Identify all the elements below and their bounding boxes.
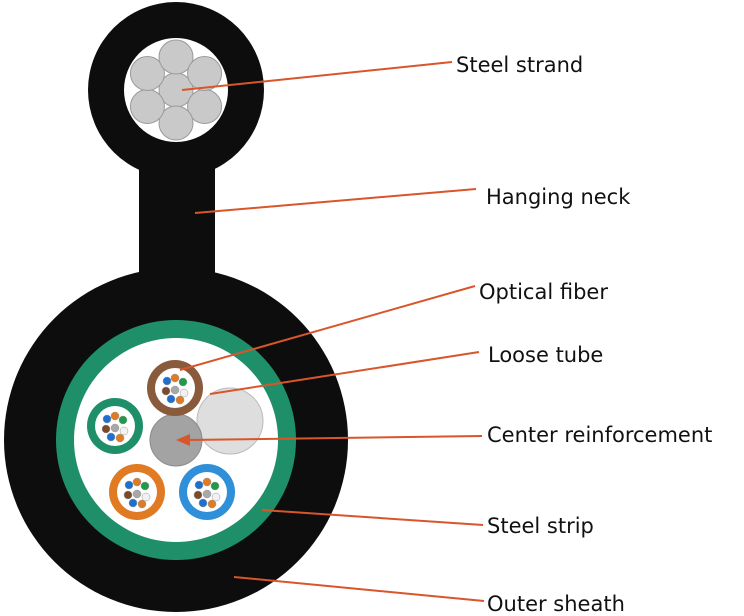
loose-tubes [87, 360, 235, 520]
loose-tube-green [87, 398, 143, 454]
label-outer-sheath: Outer sheath [487, 592, 625, 616]
steel-strand-wires [129, 39, 223, 141]
loose-tube-blue [179, 464, 235, 520]
leader-steel-strand [181, 61, 453, 91]
strand-wire [129, 89, 165, 124]
leader-optical-fiber [179, 285, 476, 371]
loose-tube-orange [109, 464, 165, 520]
optical-fiber [132, 477, 142, 487]
optical-fiber [170, 385, 180, 395]
label-loose-tube: Loose tube [488, 343, 603, 367]
optical-fiber [110, 423, 120, 433]
strand-wire [158, 105, 194, 141]
optical-fiber [132, 489, 142, 499]
optical-fiber [124, 480, 134, 490]
leader-center-reinforcement [185, 435, 483, 441]
leader-steel-strip [261, 509, 484, 526]
optical-fiber [101, 424, 111, 434]
optical-fiber [178, 377, 188, 387]
leader-lines [179, 61, 485, 602]
optical-fiber [194, 480, 204, 490]
optical-fiber [115, 433, 125, 443]
label-optical-fiber: Optical fiber [479, 280, 608, 304]
label-steel-strip: Steel strip [487, 514, 594, 538]
strand-wire [129, 56, 165, 91]
leader-hanging-neck [194, 188, 477, 214]
optical-fiber [140, 481, 150, 491]
optical-fiber [211, 492, 221, 502]
optical-fiber [110, 411, 120, 421]
optical-fiber [166, 394, 176, 404]
optical-fiber [179, 388, 189, 398]
optical-fiber [207, 499, 217, 509]
label-hanging-neck: Hanging neck [486, 185, 631, 209]
strand-wire [158, 39, 194, 75]
labels: Steel strand Hanging neck Optical fiber … [456, 53, 712, 616]
optical-fiber [202, 477, 212, 487]
filler-rope [196, 387, 264, 455]
optical-fiber [128, 498, 138, 508]
optical-fiber [118, 415, 128, 425]
leader-outer-sheath [233, 576, 485, 602]
messenger-assembly [88, 2, 264, 310]
leader-loose-tube [209, 351, 480, 395]
optical-fiber [141, 492, 151, 502]
optical-fiber [198, 498, 208, 508]
center-reinforcement-arrowhead [176, 434, 190, 446]
optical-fiber [119, 426, 129, 436]
optical-fiber [137, 499, 147, 509]
optical-fiber [162, 376, 172, 386]
optical-fiber [202, 489, 212, 499]
optical-fiber [102, 414, 112, 424]
optical-fiber [123, 490, 133, 500]
optical-fiber [170, 373, 180, 383]
optical-fiber [175, 395, 185, 405]
label-steel-strand: Steel strand [456, 53, 583, 77]
strand-wire [187, 56, 223, 91]
label-center-reinforcement: Center reinforcement [487, 423, 712, 447]
optical-fiber [210, 481, 220, 491]
optical-fiber [106, 432, 116, 442]
loose-tube-brown [147, 360, 203, 416]
optical-fiber [161, 386, 171, 396]
optical-fiber [193, 490, 203, 500]
